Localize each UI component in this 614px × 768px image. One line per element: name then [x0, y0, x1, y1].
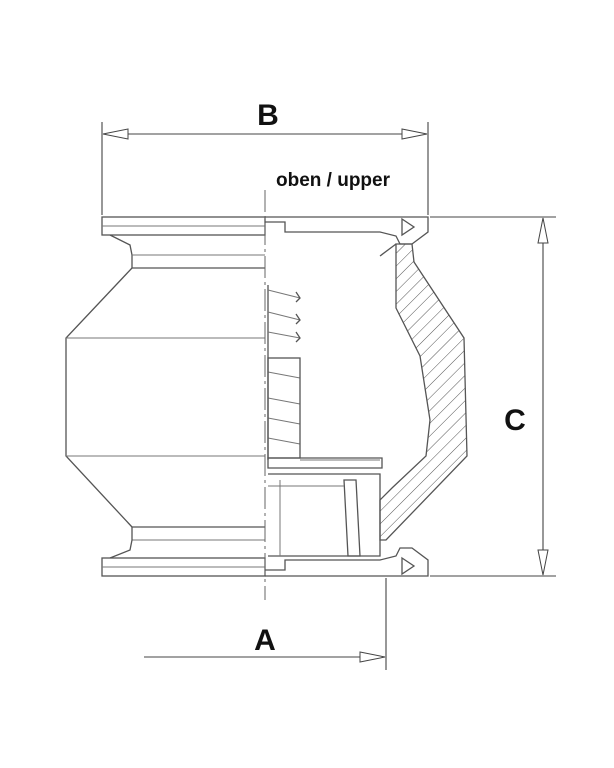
dimension-a: A [144, 578, 387, 670]
orientation-note: oben / upper [276, 170, 391, 191]
body-outline [65, 267, 133, 528]
label-dim-b: B [257, 99, 279, 132]
bottom-flange-section [265, 547, 429, 577]
top-flange-section [265, 216, 429, 245]
section-view-right-half [265, 216, 468, 577]
dimension-b: B [101, 99, 429, 215]
external-view-left-half [65, 216, 266, 577]
body-wall-section [379, 243, 468, 541]
spring [267, 285, 301, 460]
dimension-c: C [430, 216, 556, 577]
valve-disc [267, 457, 383, 469]
label-dim-a: A [254, 624, 276, 657]
seat-cage [268, 473, 381, 557]
label-dim-c: C [504, 404, 526, 437]
